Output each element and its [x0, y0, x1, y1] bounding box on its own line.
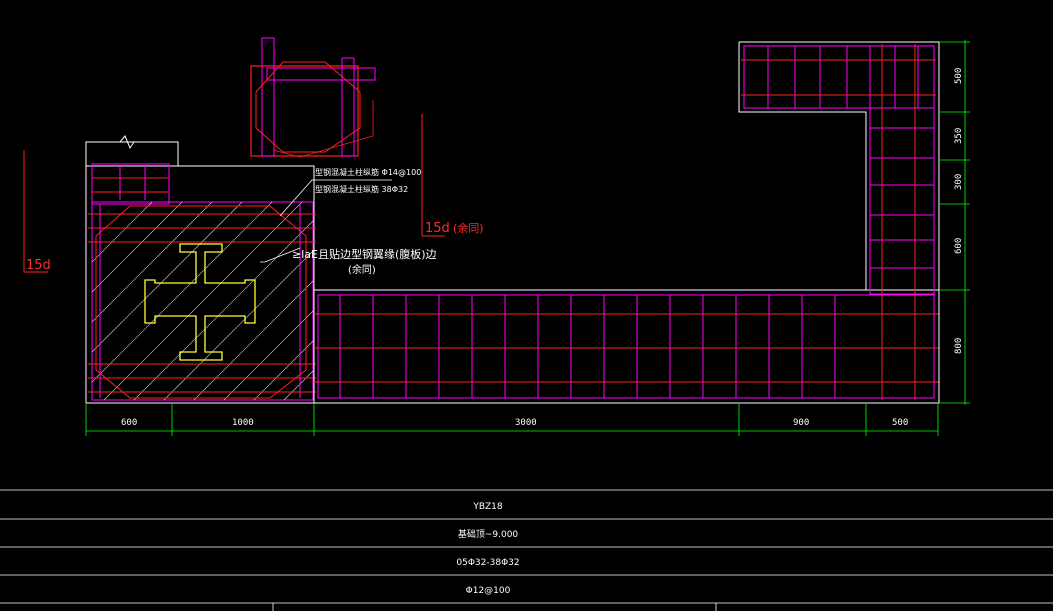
dim-bottom-5: 500: [892, 418, 908, 428]
dim-bottom-4: 900: [793, 418, 809, 428]
lae-note: ≥laE且贴边型钢翼缘(腹板)边: [292, 247, 437, 261]
dim-right-5: 800: [954, 338, 964, 354]
dim-bottom-2: 1000: [232, 418, 254, 428]
table-row-title: YBZ18: [472, 502, 503, 512]
table-row-elevation: 基础顶~9.000: [458, 528, 519, 540]
dim-bottom-1: 600: [121, 418, 137, 428]
dim-right-1: 500: [954, 68, 964, 84]
table-row-stirrups: Φ12@100: [466, 586, 511, 596]
anchor-note: (余同): [453, 221, 484, 235]
steel-note-2: 型钢混凝土柱纵筋 38Φ32: [315, 184, 408, 194]
section-wall-horizontal: [313, 289, 940, 404]
dim-right-3: 300: [954, 174, 964, 190]
section-left-column: [85, 135, 316, 404]
steel-note-1: 型钢混凝土柱纵筋 Φ14@100: [315, 167, 421, 177]
table-row-longitudinal: 05Φ32-38Φ32: [456, 558, 519, 568]
section-wall-vertical: [314, 41, 940, 403]
anchorage-lines: [23, 114, 445, 273]
dim-bottom-3: 3000: [515, 418, 537, 428]
anchorage-detail: [250, 37, 376, 158]
lae-note-2: (余同): [348, 263, 376, 276]
anchor-15d-left: 15d: [26, 258, 51, 273]
dim-right-2: 350: [954, 128, 964, 144]
anchor-15d-right: 15d: [425, 221, 450, 236]
dim-right-4: 600: [954, 238, 964, 254]
schedule-table: YBZ18 基础顶~9.000 05Φ32-38Φ32 Φ12@100: [0, 489, 1053, 611]
dimension-lines: [85, 40, 970, 436]
steel-cross-section: [144, 243, 256, 361]
